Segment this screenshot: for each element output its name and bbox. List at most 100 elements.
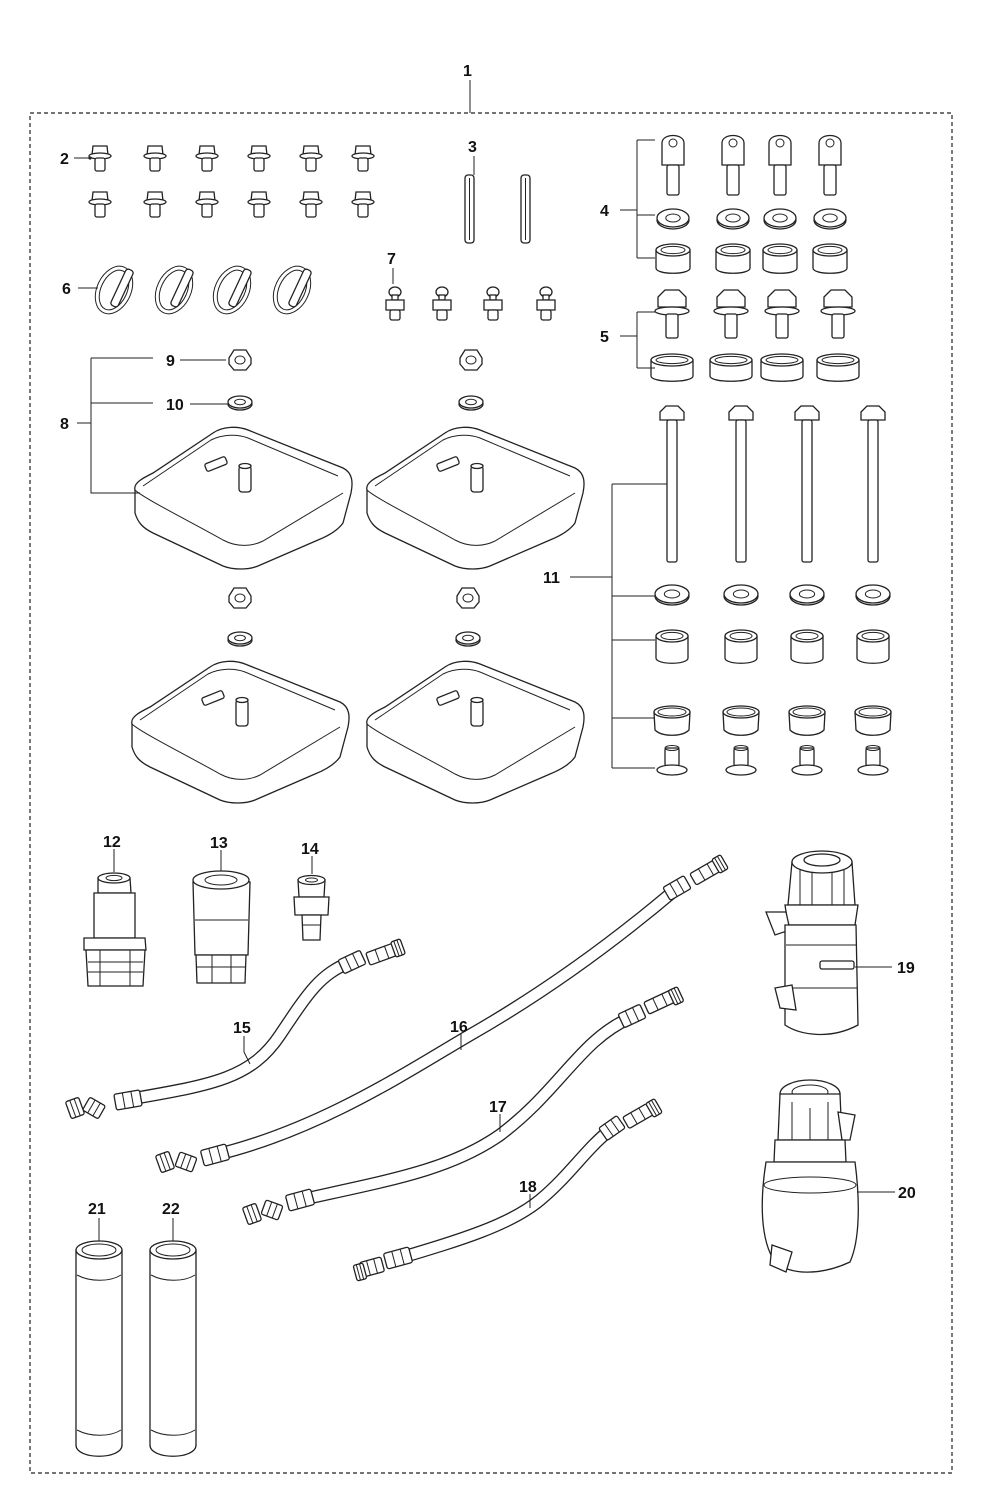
bolt-shank (149, 203, 161, 218)
callout-6: 6 (62, 281, 71, 298)
hex-nut (456, 587, 480, 609)
pad-stud (238, 465, 252, 493)
bolt-shank (253, 157, 265, 172)
long-bolt-shank (666, 419, 678, 563)
hex-bolt-head (657, 289, 687, 308)
callout-21: 21 (88, 1201, 106, 1218)
callout-7: 7 (387, 251, 396, 268)
part-11-long-bolt-set (653, 405, 892, 776)
bolt-shank (149, 157, 161, 172)
part-7-grease-nipples (385, 286, 556, 321)
pad-stud (235, 699, 249, 727)
nipple-hex (536, 299, 556, 311)
callout-2: 2 (60, 151, 69, 168)
hose-fitting (645, 1098, 663, 1118)
socket-bolt-shank (666, 164, 680, 196)
hose-fitting (337, 950, 367, 974)
rubber-pad (366, 660, 585, 804)
hose-fitting (662, 875, 692, 901)
pin-ring (154, 265, 194, 315)
bolt-shank (201, 203, 213, 218)
part-3-roll-pins (464, 156, 531, 244)
hose-fitting (174, 1151, 198, 1173)
bolt-shank (357, 203, 369, 218)
nipple-hex (385, 299, 405, 311)
bolt-shank (305, 203, 317, 218)
callout-20: 20 (898, 1185, 916, 1202)
callout-5: 5 (600, 329, 609, 346)
socket-bolt-head (661, 134, 685, 166)
long-bolt-head (794, 405, 820, 421)
callout-12: 12 (103, 834, 121, 851)
socket-bolt-shank (773, 164, 787, 196)
hex-nut (228, 587, 252, 609)
callout-13: 13 (210, 835, 228, 852)
part-4-bolt-set (655, 134, 848, 274)
callout-1: 1 (463, 63, 472, 80)
hose-fitting (260, 1199, 284, 1221)
nipple-hex (483, 299, 503, 311)
sleeve-bolt-flange (725, 764, 757, 776)
rubber-pad (366, 426, 585, 570)
callout-3: 3 (468, 139, 477, 156)
socket-bolt-head (818, 134, 842, 166)
hose-fitting (82, 1097, 106, 1119)
pin-ring (212, 265, 252, 315)
hex-bolt-head (767, 289, 797, 308)
long-bolt-head (860, 405, 886, 421)
callout-10: 10 (166, 397, 184, 414)
sleeve-bolt-flange (857, 764, 889, 776)
spacer (790, 635, 824, 664)
long-bolt-shank (801, 419, 813, 563)
callout-22: 22 (162, 1201, 180, 1218)
bolt-shank (305, 157, 317, 172)
callout-18: 18 (519, 1179, 537, 1196)
pad-slot (436, 690, 460, 706)
pin-shaft (228, 268, 252, 308)
hose-fitting (711, 854, 729, 874)
pin-shaft (170, 268, 194, 308)
hose-fitting (383, 1246, 413, 1270)
callout-16: 16 (450, 1019, 468, 1036)
part-2-bolts (88, 145, 375, 218)
part-5-bolt-set (650, 289, 860, 382)
hex-bolt-shank (831, 313, 845, 339)
bolt-shank (201, 157, 213, 172)
part-17-hose (242, 986, 684, 1225)
spacer (724, 635, 758, 664)
callout-17: 17 (489, 1099, 507, 1116)
long-bolt-head (659, 405, 685, 421)
pad-slot (436, 456, 460, 472)
part-15-hose (65, 938, 406, 1119)
socket-bolt-head (721, 134, 745, 166)
bolt-shank (94, 203, 106, 218)
hose-fitting (617, 1004, 647, 1028)
sleeve-bolt-flange (656, 764, 688, 776)
hex-nut (228, 349, 252, 371)
part-14-adapter (293, 856, 330, 941)
rubber-pad (134, 426, 353, 570)
callout-11: 11 (543, 570, 560, 587)
part-13-female-coupler (192, 850, 251, 984)
sleeve-bolt-flange (791, 764, 823, 776)
hex-bolt-shank (665, 313, 679, 339)
long-bolt-head (728, 405, 754, 421)
pin-shaft (288, 268, 312, 308)
callout-15: 15 (233, 1020, 251, 1037)
hose-fitting (200, 1143, 230, 1167)
spacer (655, 635, 689, 664)
part-22-pipe (149, 1218, 197, 1457)
callout-8: 8 (60, 416, 69, 433)
socket-bolt-shank (823, 164, 837, 196)
hex-bolt-shank (775, 313, 789, 339)
part-6-lynch-pins (94, 265, 312, 315)
pad-stud (470, 465, 484, 493)
hose-fitting (285, 1188, 315, 1212)
rubber-pad (131, 660, 350, 804)
part-12-male-coupler (83, 849, 147, 987)
hex-bolt-head (716, 289, 746, 308)
bolt-shank (357, 157, 369, 172)
hex-bolt-shank (724, 313, 738, 339)
